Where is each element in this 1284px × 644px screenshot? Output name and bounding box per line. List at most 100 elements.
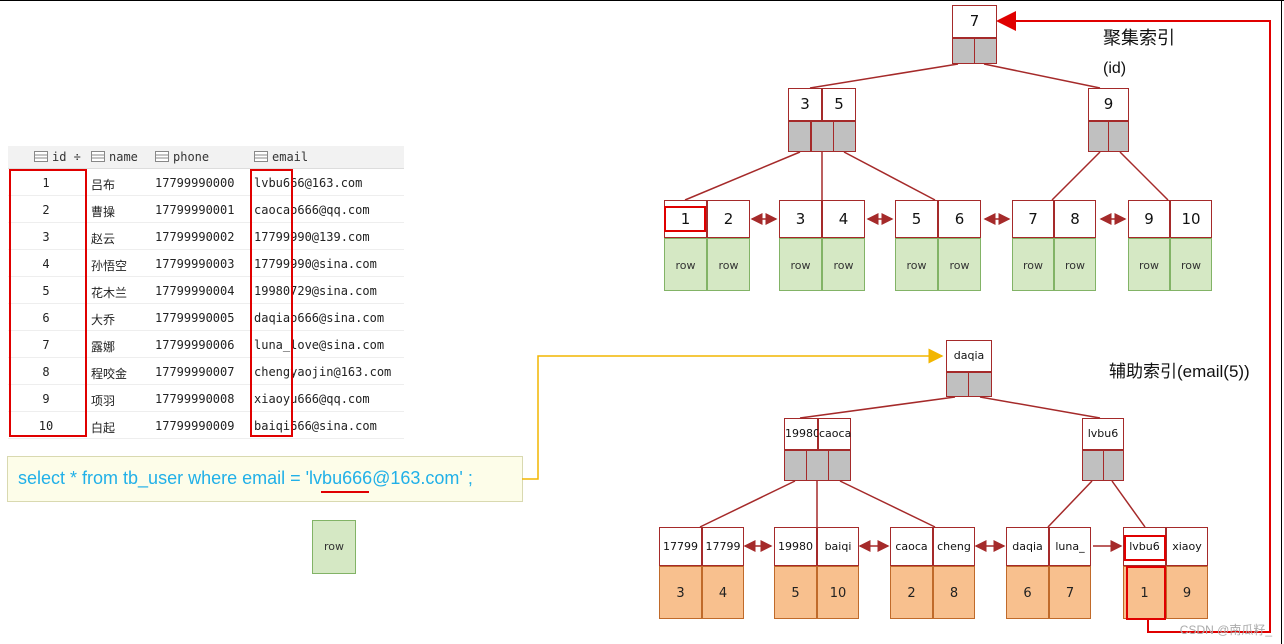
clustered-index-subtitle: (id) bbox=[1103, 60, 1127, 77]
cell-phone: 17799990003 bbox=[155, 257, 235, 271]
cell-id: 10 bbox=[38, 419, 54, 433]
secondary-leaf-key: cheng bbox=[933, 527, 975, 566]
pointer-cell bbox=[952, 38, 975, 64]
primary-key-cell: 4 bbox=[702, 566, 744, 619]
secondary-leaf-key: 17799 bbox=[659, 527, 702, 566]
secondary-leaf-key: baiqi bbox=[817, 527, 859, 566]
sql-query-box: select * from tb_user where email = 'lvb… bbox=[7, 456, 523, 502]
cell-email: daqiao666@sina.com bbox=[254, 311, 385, 325]
pointer-cell bbox=[784, 450, 807, 481]
cell-name: 大乔 bbox=[91, 313, 116, 327]
primary-key-cell: 6 bbox=[1006, 566, 1049, 619]
cell-name: 白起 bbox=[91, 421, 116, 435]
primary-key-cell: 8 bbox=[933, 566, 975, 619]
clustered-internal-key: 9 bbox=[1088, 88, 1129, 121]
primary-key-cell: 9 bbox=[1166, 566, 1208, 619]
cell-id: 1 bbox=[42, 176, 50, 190]
clustered-internal-key: 3 bbox=[788, 88, 822, 121]
cell-phone: 17799990007 bbox=[155, 365, 235, 379]
pointer-cell bbox=[811, 121, 834, 152]
secondary-leaf-key: 19980 bbox=[774, 527, 817, 566]
cell-name: 孙悟空 bbox=[91, 259, 128, 273]
cell-email: 19980729@sina.com bbox=[254, 284, 377, 298]
pointer-cell bbox=[1088, 121, 1109, 152]
column-header-phone[interactable]: phone bbox=[155, 150, 209, 164]
clustered-leaf-key: 4 bbox=[822, 200, 865, 238]
secondary-index-title: 辅助索引(email(5)) bbox=[1109, 362, 1250, 381]
row-data-cell: row bbox=[895, 238, 938, 291]
cell-name: 花木兰 bbox=[91, 286, 128, 300]
table-header: id ÷ name phone email bbox=[8, 146, 404, 169]
cell-email: lvbu666@163.com bbox=[254, 176, 363, 190]
cell-name: 赵云 bbox=[91, 232, 116, 246]
column-header-email[interactable]: email bbox=[254, 150, 308, 164]
secondary-leaf-key: 17799 bbox=[702, 527, 744, 566]
pointer-cell bbox=[946, 372, 969, 397]
cell-id: 9 bbox=[42, 392, 50, 406]
table-row[interactable]: 7 露娜 17799990006 luna_love@sina.com bbox=[8, 331, 404, 358]
column-icon bbox=[91, 151, 105, 162]
cell-id: 8 bbox=[42, 365, 50, 379]
secondary-internal-key: lvbu6 bbox=[1082, 418, 1124, 450]
pointer-cell bbox=[974, 38, 997, 64]
primary-key-cell: 1 bbox=[1123, 566, 1166, 619]
column-header-name[interactable]: name bbox=[91, 150, 138, 164]
clustered-index-title: 聚集索引 bbox=[1103, 28, 1175, 48]
cell-phone: 17799990004 bbox=[155, 284, 235, 298]
cell-phone: 17799990001 bbox=[155, 203, 235, 217]
secondary-leaf-key: xiaoy bbox=[1166, 527, 1208, 566]
id-column-highlight bbox=[9, 169, 87, 437]
primary-key-cell: 10 bbox=[817, 566, 859, 619]
result-row: row bbox=[312, 520, 356, 574]
primary-key-cell: 7 bbox=[1049, 566, 1091, 619]
row-data-cell: row bbox=[1170, 238, 1212, 291]
row-data-cell: row bbox=[1012, 238, 1054, 291]
primary-key-cell: 3 bbox=[659, 566, 702, 619]
clustered-internal-key: 5 bbox=[822, 88, 856, 121]
column-icon bbox=[155, 151, 169, 162]
cell-id: 7 bbox=[42, 338, 50, 352]
cell-phone: 17799990006 bbox=[155, 338, 235, 352]
cell-email: baiqi666@sina.com bbox=[254, 419, 377, 433]
cell-id: 3 bbox=[42, 230, 50, 244]
secondary-leaf-key: daqia bbox=[1006, 527, 1049, 566]
cell-name: 程咬金 bbox=[91, 367, 128, 381]
cell-email: luna_love@sina.com bbox=[254, 338, 385, 352]
top-border-line bbox=[0, 0, 1284, 1]
row-data-cell: row bbox=[822, 238, 865, 291]
secondary-internal-key: 19980 bbox=[784, 418, 820, 450]
right-border-line bbox=[1281, 0, 1282, 644]
pointer-cell bbox=[806, 450, 829, 481]
cell-email: 17799990@139.com bbox=[254, 230, 370, 244]
primary-key-highlight bbox=[1126, 566, 1166, 620]
key-column-icon bbox=[34, 151, 48, 162]
cell-name: 露娜 bbox=[91, 340, 116, 354]
table-row[interactable]: 5 花木兰 17799990004 19980729@sina.com bbox=[8, 277, 404, 304]
clustered-leaf-key: 10 bbox=[1170, 200, 1212, 238]
cell-phone: 17799990008 bbox=[155, 392, 235, 406]
cell-email: xiaoyu666@qq.com bbox=[254, 392, 370, 406]
secondary-root-key: daqia bbox=[946, 340, 992, 372]
column-header-id[interactable]: id ÷ bbox=[34, 150, 81, 164]
cell-id: 5 bbox=[42, 284, 50, 298]
cell-phone: 17799990000 bbox=[155, 176, 235, 190]
primary-key-cell: 5 bbox=[774, 566, 817, 619]
pointer-cell bbox=[1108, 121, 1129, 152]
clustered-leaf-key: 9 bbox=[1128, 200, 1170, 238]
cell-email: 17799990@sina.com bbox=[254, 257, 377, 271]
cell-email: caocao666@qq.com bbox=[254, 203, 370, 217]
clustered-root-key: 7 bbox=[952, 5, 997, 38]
watermark: CSDN @南瓜籽_ bbox=[1179, 623, 1272, 637]
pointer-cell bbox=[788, 121, 811, 152]
row-data-cell: row bbox=[1128, 238, 1170, 291]
